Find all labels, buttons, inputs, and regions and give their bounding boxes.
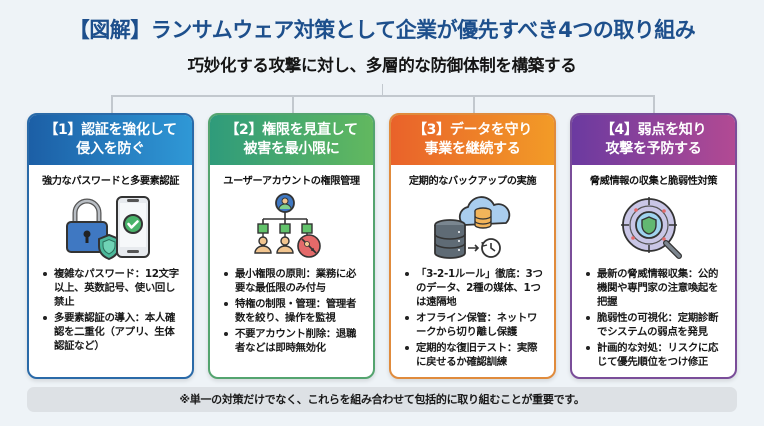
connector-stem bbox=[382, 84, 383, 96]
bullet-list: 最小権限の原則：業務に必要な最低限のみ付与 特権の制限・管理：管理者数を絞り、操… bbox=[210, 263, 373, 355]
connector-card-2 bbox=[292, 95, 294, 114]
connector-card-4 bbox=[653, 95, 655, 114]
list-item: 最新の脅威情報収集：公的機関や専門家の注意喚起を把握 bbox=[584, 267, 727, 309]
bullet-list: 最新の脅威情報収集：公的機関や専門家の注意喚起を把握 脆弱性の可視化：定期診断で… bbox=[572, 263, 735, 369]
card-subheading: 強力なパスワードと多要素認証 bbox=[41, 176, 180, 187]
database-cloud-backup-icon bbox=[391, 191, 554, 263]
card-heading-line1: 【4】弱点を知り bbox=[600, 122, 707, 138]
card-heading-line2: 攻撃を予防する bbox=[605, 141, 702, 157]
card-subheading: ユーザーアカウントの権限管理 bbox=[223, 176, 360, 187]
list-item: 計画的な対処：リスクに応じて優先順位をつけ修正 bbox=[584, 341, 727, 369]
connector-card-3 bbox=[473, 95, 475, 114]
connector-card-1 bbox=[111, 95, 113, 114]
card-heading: 【2】権限を見直して 被害を最小限に bbox=[210, 115, 373, 165]
card-heading: 【3】データを守り 事業を継続する bbox=[391, 115, 554, 165]
card-heading-line1: 【1】認証を強化して bbox=[44, 122, 177, 138]
card-heading-line1: 【2】権限を見直して bbox=[225, 122, 358, 138]
card-heading: 【1】認証を強化して 侵入を防ぐ bbox=[29, 115, 192, 165]
card-authentication: 【1】認証を強化して 侵入を防ぐ 強力なパスワードと多要素認証 複雑なパスワード… bbox=[27, 113, 194, 379]
card-heading-line2: 事業を継続する bbox=[424, 141, 521, 157]
bullet-list: 「3-2-1ルール」徹底：3つのデータ、2種の媒体、1つは遠隔地 オフライン保管… bbox=[391, 263, 554, 369]
card-backup: 【3】データを守り 事業を継続する 定期的なバックアップの実施 「3-2-1ルー… bbox=[389, 113, 556, 379]
list-item: 定期的な復旧テスト：実際に戻せるか確認訓練 bbox=[403, 341, 546, 369]
card-subheading: 脅威情報の収集と脆弱性対策 bbox=[589, 176, 718, 187]
card-subheading: 定期的なバックアップの実施 bbox=[408, 176, 537, 187]
card-heading-line2: 被害を最小限に bbox=[243, 141, 340, 157]
connector-horizontal bbox=[111, 95, 654, 97]
account-hierarchy-icon bbox=[210, 191, 373, 263]
list-item: 「3-2-1ルール」徹底：3つのデータ、2種の媒体、1つは遠隔地 bbox=[403, 267, 546, 309]
footer-note: ※単一の対策だけでなく、これらを組み合わせて包括的に取り組むことが重要です。 bbox=[27, 387, 737, 412]
card-heading: 【4】弱点を知り 攻撃を予防する bbox=[572, 115, 735, 165]
lock-phone-shield-icon bbox=[29, 191, 192, 263]
list-item: 不要アカウント削除：退職者などは即時無効化 bbox=[222, 327, 365, 355]
page-subtitle: 巧妙化する攻撃に対し、多層的な防御体制を構築する bbox=[187, 56, 577, 75]
card-heading-line2: 侵入を防ぐ bbox=[76, 141, 145, 157]
list-item: オフライン保管：ネットワークから切り離し保護 bbox=[403, 311, 546, 339]
list-item: 脆弱性の可視化：定期診断でシステムの弱点を発見 bbox=[584, 311, 727, 339]
magnifier-shield-radar-icon bbox=[572, 191, 735, 263]
list-item: 多要素認証の導入：本人確認を二重化（アプリ、生体認証など） bbox=[41, 311, 184, 353]
card-vulnerability: 【4】弱点を知り 攻撃を予防する 脅威情報の収集と脆弱性対策 最新の脅威情報収集… bbox=[570, 113, 737, 379]
bullet-list: 複雑なパスワード：12文字以上、英数記号、使い回し禁止 多要素認証の導入：本人確… bbox=[29, 263, 192, 353]
list-item: 最小権限の原則：業務に必要な最低限のみ付与 bbox=[222, 267, 365, 295]
list-item: 特権の制限・管理：管理者数を絞り、操作を監視 bbox=[222, 297, 365, 325]
page-title: 【図解】ランサムウェア対策として企業が優先すべき4つの取り組み bbox=[68, 18, 696, 42]
list-item: 複雑なパスワード：12文字以上、英数記号、使い回し禁止 bbox=[41, 267, 184, 309]
card-heading-line1: 【3】データを守り bbox=[412, 122, 533, 138]
card-access-control: 【2】権限を見直して 被害を最小限に ユーザーアカウントの権限管理 最小権限の原… bbox=[208, 113, 375, 379]
